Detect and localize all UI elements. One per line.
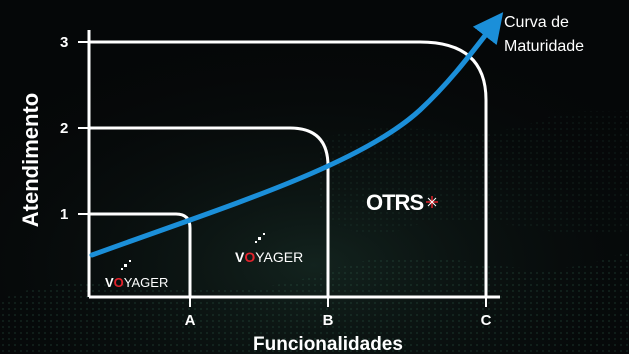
- voyager-logo-small: VOYAGER: [105, 260, 168, 290]
- svg-text:VOYAGER: VOYAGER: [105, 275, 168, 290]
- voyager-letter-o: O: [114, 275, 124, 290]
- voyager-pixel-dot: [263, 233, 265, 235]
- svg-text:VOYAGER: VOYAGER: [235, 249, 303, 265]
- x-tick-a: A: [185, 312, 196, 329]
- otrs-logo-text: OTRS: [366, 190, 423, 215]
- y-tick-1: 1: [60, 206, 68, 223]
- y-tick-2: 2: [60, 120, 68, 137]
- voyager-pixel-dot: [255, 241, 257, 243]
- y-tick-3: 3: [60, 34, 68, 51]
- voyager-pixel-dot: [129, 260, 131, 262]
- background-dot-wave: [0, 250, 629, 354]
- x-tick-c: C: [481, 312, 492, 329]
- voyager-pixel-dot: [258, 237, 261, 240]
- voyager-letters-yager: YAGER: [124, 275, 169, 290]
- curve-label-line-1: Curva de: [504, 14, 569, 31]
- level-1-box: [89, 212, 192, 297]
- x-axis-title: Funcionalidades: [253, 334, 403, 354]
- voyager-letters-yager: YAGER: [255, 249, 303, 265]
- otrs-star-icon: [426, 196, 438, 208]
- otrs-logo: OTRS: [366, 190, 438, 215]
- background-dot-wave-upper: [320, 110, 629, 235]
- voyager-pixel-dot: [124, 264, 127, 267]
- voyager-letter-o: O: [244, 249, 255, 265]
- curve-label-line-2: Maturidade: [504, 38, 584, 55]
- voyager-letter-v: V: [235, 249, 245, 265]
- voyager-letter-v: V: [105, 275, 114, 290]
- x-tick-b: B: [323, 312, 334, 329]
- maturity-curve-arrow: [89, 12, 504, 258]
- voyager-logo-medium: VOYAGER: [235, 233, 303, 265]
- y-axis-title: Atendimento: [18, 93, 43, 227]
- voyager-pixel-dot: [121, 268, 123, 270]
